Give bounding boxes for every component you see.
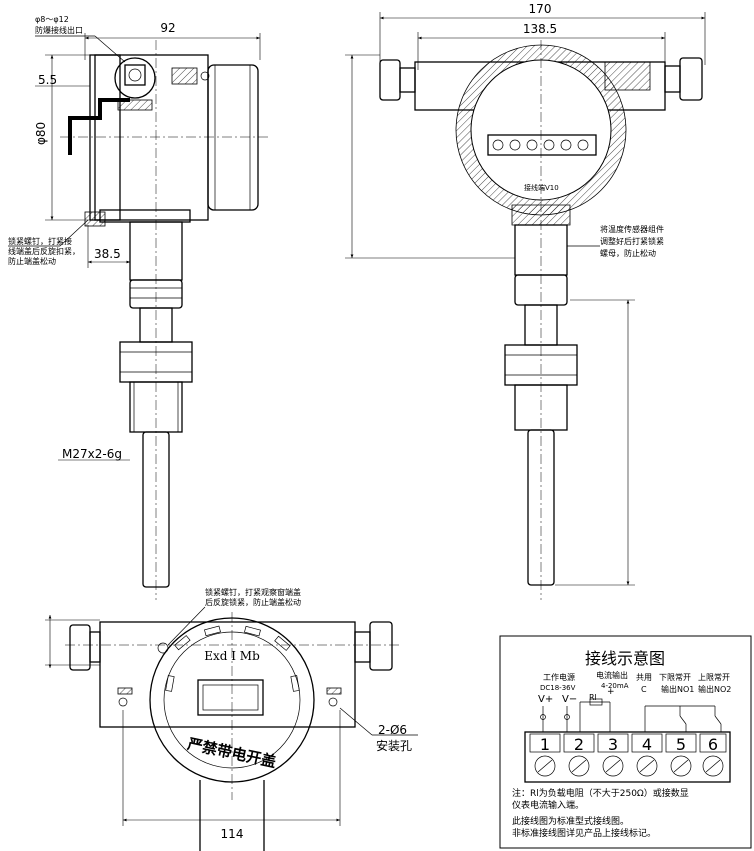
terminal-strip: 1 2 3 4 5 6 bbox=[529, 733, 727, 777]
dim-cable-range: φ8～φ12 bbox=[35, 15, 69, 24]
terminal-1: 1 bbox=[540, 735, 550, 754]
dim-thread-m27: M27x2-6g bbox=[62, 447, 122, 461]
terminal-3: 3 bbox=[608, 735, 618, 754]
label-no1: 输出NO1 bbox=[661, 684, 694, 694]
terminal-5: 5 bbox=[676, 735, 686, 754]
note-sensor-line3: 螺母，防止松动 bbox=[600, 248, 656, 258]
label-no2: 输出NO2 bbox=[698, 684, 731, 694]
terminal-3-box bbox=[597, 733, 629, 753]
label-current-out: 电流输出 bbox=[596, 670, 628, 680]
side-view: 92 φ8～φ12 防爆接线出口 bbox=[8, 15, 270, 600]
label-upper-limit: 上限常开 bbox=[698, 673, 730, 682]
label-plus: + bbox=[607, 687, 615, 697]
wiring-note-2: 仪表电流输入端。 bbox=[512, 799, 584, 811]
wiring-note-4: 非标准接线图详见产品上接线标记。 bbox=[512, 827, 656, 839]
screw-icon bbox=[568, 755, 590, 777]
label-common: 共用 bbox=[636, 673, 652, 682]
label-mount-holes: 安装孔 bbox=[376, 738, 412, 753]
note-lock-screw-line1: 锁紧螺钉，打紧接 bbox=[8, 236, 72, 246]
wiring-title: 接线示意图 bbox=[585, 649, 665, 668]
dim-92: 92 bbox=[160, 21, 175, 35]
label-common-c: C bbox=[641, 685, 647, 694]
label-v-minus: V− bbox=[562, 694, 577, 705]
dim-138-5: 138.5 bbox=[523, 22, 557, 36]
label-cable-outlet: 防爆接线出口 bbox=[35, 25, 83, 35]
dim-114: 114 bbox=[221, 827, 244, 841]
dim-5-5: 5.5 bbox=[38, 73, 57, 87]
dim-38-5: 38.5 bbox=[94, 247, 121, 261]
bottom-view: 锁紧螺钉，打紧观察窗端盖 后反旋锁紧，防止端盖松动 Exd I Mb 严禁带电开… bbox=[45, 587, 418, 851]
wiring-note-1: 注：Rl为负载电阻（不大于250Ω）或接数显 bbox=[512, 787, 689, 799]
cover-warning-text: 严禁带电开盖 bbox=[185, 735, 278, 772]
terminal-2: 2 bbox=[574, 735, 584, 754]
note-sensor-line2: 调整好后打紧锁紧 bbox=[600, 236, 664, 246]
note-sensor-line1: 将温度传感器组件 bbox=[600, 224, 664, 234]
label-v-plus: V+ bbox=[538, 694, 553, 705]
note-window-screw-line1: 锁紧螺钉，打紧观察窗端盖 bbox=[205, 587, 301, 597]
terminal-1-box bbox=[529, 733, 561, 753]
screw-icon bbox=[534, 755, 556, 777]
terminal-5-box bbox=[665, 733, 697, 753]
dim-170: 170 bbox=[529, 2, 552, 16]
dim-2-holes: 2-Ø6 bbox=[378, 723, 407, 737]
note-window-screw-line2: 后反旋锁紧，防止端盖松动 bbox=[205, 597, 301, 607]
screw-icon bbox=[670, 755, 692, 777]
terminal-label: 接线端V10 bbox=[524, 183, 559, 192]
screw-icon bbox=[602, 755, 624, 777]
dim-dia80: φ80 bbox=[34, 122, 48, 145]
cover-slots bbox=[165, 625, 300, 692]
label-rl: Rl bbox=[589, 693, 597, 702]
front-view: 170 138.5 接线端V10 bbox=[345, 2, 706, 600]
note-lock-screw-line2: 线端盖后反旋扣紧， bbox=[8, 246, 80, 256]
terminal-4-box bbox=[631, 733, 663, 753]
screw-icon bbox=[702, 755, 724, 777]
terminal-6-box bbox=[699, 733, 727, 753]
label-power-spec: DC18-36V bbox=[540, 684, 576, 692]
terminal-screws bbox=[492, 139, 589, 151]
terminal-2-box bbox=[563, 733, 595, 753]
label-power: 工作电源 bbox=[543, 672, 575, 682]
wiring-diagram: 接线示意图 工作电源 DC18-36V V+ V− 电流输出 4-20mA Rl… bbox=[499, 635, 752, 849]
terminal-6: 6 bbox=[708, 735, 718, 754]
note-lock-screw-line3: 防止端盖松动 bbox=[8, 256, 56, 266]
screw-icon bbox=[636, 755, 658, 777]
wiring-note-3: 此接线图为标准型式接线图。 bbox=[512, 815, 629, 827]
terminal-4: 4 bbox=[642, 735, 652, 754]
label-current-spec: 4-20mA bbox=[601, 682, 629, 690]
label-lower-limit: 下限常开 bbox=[659, 673, 691, 682]
